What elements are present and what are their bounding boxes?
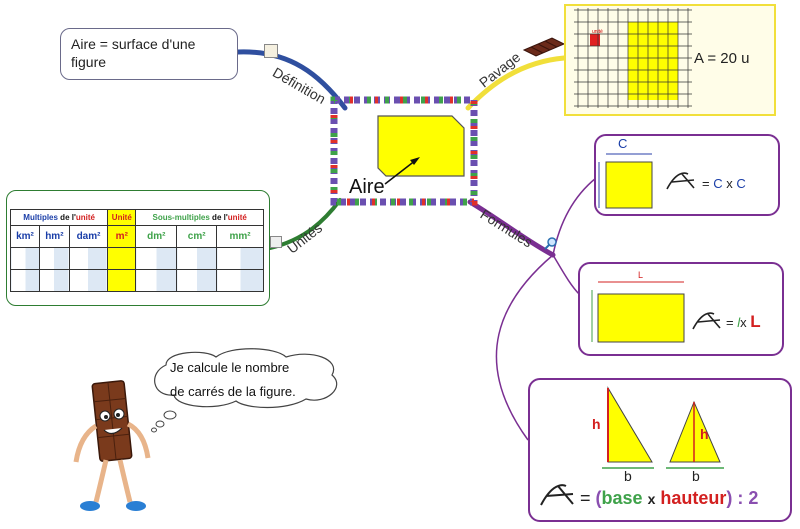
definition-text-line2: figure [71,54,107,70]
thought-bubble [154,348,338,409]
unit-hm2: hm² [38,225,70,248]
triangle1-height-label: h [592,416,601,432]
magnifier-icon [544,237,557,250]
pavage-formula: A = 20 u [694,50,750,67]
unit-km2: km² [10,225,40,248]
unit-m2: m² [107,225,137,248]
triangle1-base-label: b [624,468,632,484]
square-equation: = C x C [702,176,746,191]
triangle2-height-label: h [700,426,709,442]
unit-mm2: mm² [216,225,264,248]
units-empty-row-1 [10,247,264,270]
area-symbol [692,312,721,330]
chocolate-bar-icon [522,37,566,57]
thought-text: Je calcule le nombre de carrés de la fig… [170,356,296,404]
rect-length-label: L [638,270,644,280]
header-sous-multiples: Sous-multiples de l'unité [135,209,264,226]
center-node [330,96,478,206]
formules-to-square [552,177,597,256]
units-row: km² hm² dam² m² dm² cm² mm² [10,225,264,248]
area-symbol [540,484,574,506]
formules-to-triangle [495,254,554,441]
unit-dam2: dam² [68,225,109,248]
square-side-label: C [618,136,628,151]
unit-dm2: dm² [135,225,178,248]
triangle-equation: = (base x hauteur) : 2 [580,488,759,508]
formules-to-rect [552,254,581,296]
chocolate-character [73,380,151,511]
header-multiples: Multiples de l'unité [9,209,109,226]
notepad-icon [264,44,278,58]
triangle-formula-box [528,378,792,522]
triangle2-base-label: b [692,468,700,484]
area-symbol [666,172,695,190]
definition-box: Aire = surface d'une figure [60,28,238,80]
thought-bubble-tail [151,410,177,433]
table-icon [270,236,282,248]
center-label: Aire [349,176,385,198]
thought-line1: Je calcule le nombre [170,360,290,375]
unit-cm2: cm² [176,225,218,248]
header-unite: Unité [107,209,137,226]
center-yellow-shape [377,115,465,177]
triangle-figures [602,386,724,469]
rect-figure [591,281,685,343]
thought-line2: de carrés de la figure. [170,384,296,399]
rect-equation: = lx L [726,312,761,331]
definition-text-line1: Aire = surface d'une [71,36,196,52]
formules-branch-line [467,199,556,258]
units-table: Multiples de l'unité Unité Sous-multiple… [9,209,264,292]
units-empty-row-2 [10,269,264,292]
unit-label: unité [592,29,603,35]
pavage-grid [574,8,692,108]
square-figure [598,153,653,209]
